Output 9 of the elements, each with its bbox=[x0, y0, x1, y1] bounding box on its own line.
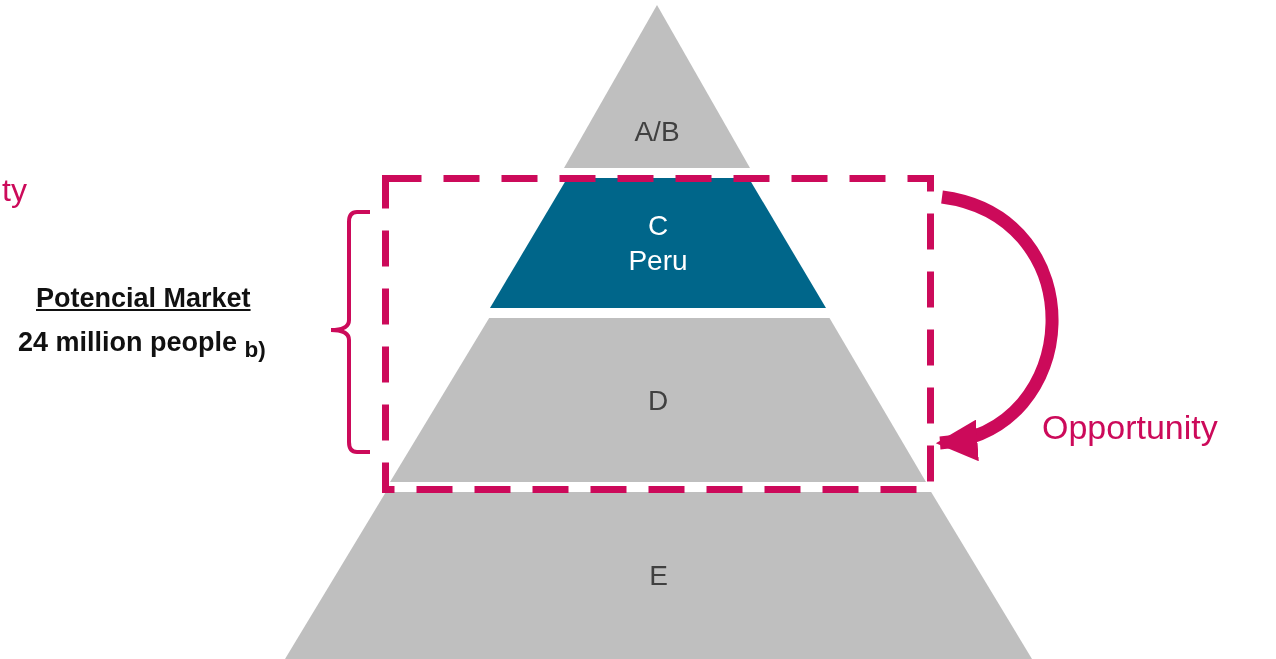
tier-label: E bbox=[649, 559, 668, 593]
market-heading: Potencial Market bbox=[36, 283, 251, 314]
tier-label: D bbox=[647, 383, 669, 418]
tier-label: C bbox=[647, 209, 669, 243]
tier-label: A/B bbox=[634, 115, 680, 149]
market-size: 24 million people $_{b)}$ bbox=[18, 327, 266, 364]
tier-label: Peru bbox=[628, 244, 688, 278]
partial-label: ty bbox=[2, 172, 27, 209]
dashed-frame bbox=[382, 175, 934, 493]
